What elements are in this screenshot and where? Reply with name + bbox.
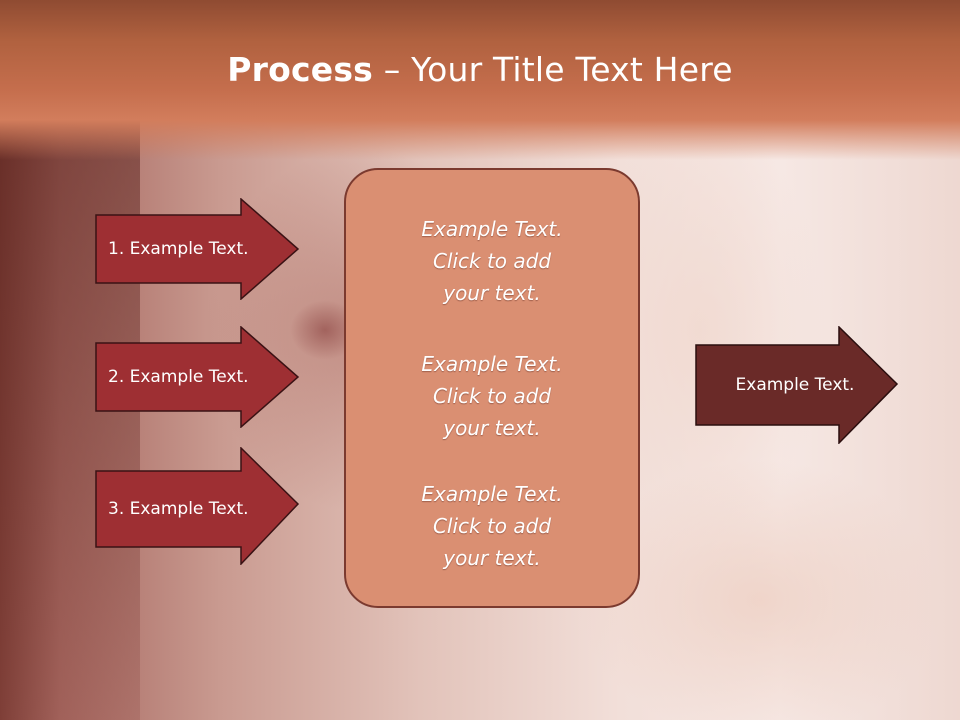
paragraph-line: your text. [443, 546, 541, 570]
paragraph-line: Click to add [432, 249, 552, 273]
paragraph-line: Example Text. [421, 482, 563, 506]
title-bold: Process [227, 50, 374, 89]
paragraph-line: Example Text. [421, 217, 563, 241]
right-arrow-label: Example Text. [735, 375, 855, 395]
left-arrow-1[interactable]: 1. Example Text. [95, 198, 300, 300]
content-paragraph-2[interactable]: Example Text. Click to add your text. [344, 348, 640, 444]
content-paragraph-1[interactable]: Example Text. Click to add your text. [344, 213, 640, 309]
left-arrow-1-label: 1. Example Text. [108, 239, 249, 259]
paragraph-line: Example Text. [421, 352, 563, 376]
arrow-right-shape [95, 447, 300, 565]
left-arrow-3[interactable]: 3. Example Text. [95, 447, 300, 565]
left-arrow-3-label: 3. Example Text. [108, 499, 249, 519]
arrow-right-shape [95, 198, 300, 300]
paragraph-line: Click to add [432, 384, 552, 408]
paragraph-line: your text. [443, 416, 541, 440]
content-paragraph-3[interactable]: Example Text. Click to add your text. [344, 478, 640, 574]
left-arrow-2-label: 2. Example Text. [108, 367, 249, 387]
content-box[interactable] [344, 168, 640, 608]
left-arrow-2[interactable]: 2. Example Text. [95, 326, 300, 428]
slide-title[interactable]: Process – Your Title Text Here [0, 50, 960, 89]
paragraph-line: your text. [443, 281, 541, 305]
title-rest: – Your Title Text Here [373, 50, 733, 89]
right-arrow[interactable]: Example Text. [695, 326, 900, 444]
title-bar [0, 0, 960, 160]
arrow-right-shape [95, 326, 300, 428]
paragraph-line: Click to add [432, 514, 552, 538]
arrow-right-shape [695, 326, 899, 444]
